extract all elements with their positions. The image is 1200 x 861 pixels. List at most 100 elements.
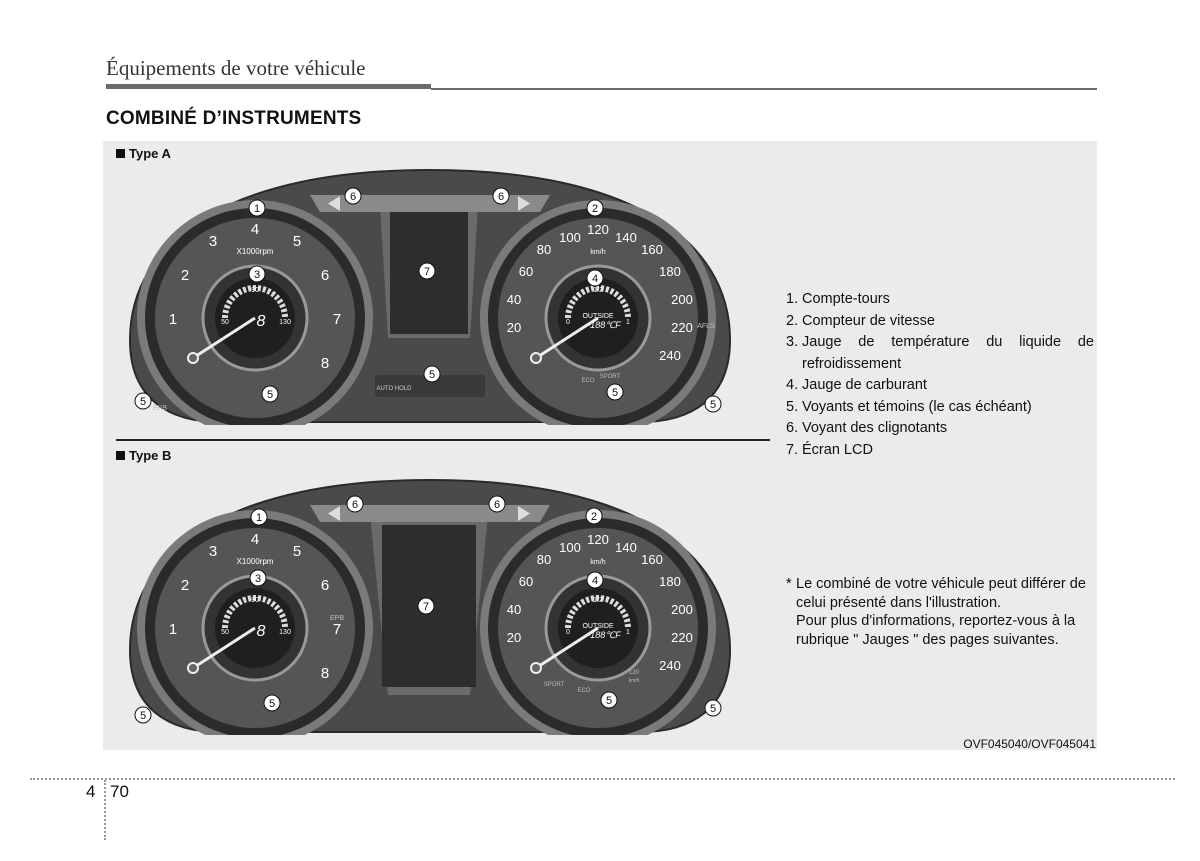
callout-3: 3 — [249, 569, 267, 587]
outside-temp: -188℃F — [587, 320, 621, 330]
callout-6-left: 6 — [344, 187, 362, 205]
epb-label: EPB — [153, 405, 167, 412]
speed-120: 120 — [587, 222, 609, 237]
svg-text:6: 6 — [498, 191, 504, 203]
temp-scale-mid: 90 — [251, 597, 259, 604]
speed-20: 20 — [507, 630, 521, 645]
sport-label: SPORT — [544, 682, 565, 688]
left-arrow-icon — [328, 506, 340, 521]
speed-80: 80 — [537, 242, 551, 257]
left-arrow-icon — [328, 196, 340, 211]
gear-display: 8 — [257, 623, 266, 640]
fuel-full: 1 — [626, 629, 630, 636]
svg-text:1: 1 — [256, 512, 262, 524]
tach-number-2: 2 — [181, 267, 189, 284]
center-lcd — [370, 515, 488, 695]
callout-7: 7 — [418, 262, 436, 280]
speed-120: 120 — [587, 532, 609, 547]
speed-100: 100 — [559, 540, 581, 555]
fuel-half: 1/2 — [593, 287, 603, 294]
svg-text:5: 5 — [710, 703, 716, 715]
temp-scale-high: 130 — [279, 319, 291, 326]
footer-rule — [30, 778, 1175, 780]
svg-text:5: 5 — [269, 698, 275, 710]
tach-number-7: 7 — [333, 621, 341, 638]
callout-5-right: 5 — [704, 699, 722, 717]
speed-220: 220 — [671, 630, 693, 645]
callout-3: 3 — [248, 265, 266, 283]
speed-40: 40 — [507, 292, 521, 307]
speed-240: 240 — [659, 658, 681, 673]
speed-200: 200 — [671, 602, 693, 617]
tach-number-2: 2 — [181, 577, 189, 594]
right-arrow-icon — [518, 506, 530, 521]
speed-unit: km/h — [590, 249, 605, 256]
speed-140: 140 — [615, 230, 637, 245]
speed-40: 40 — [507, 602, 521, 617]
callout-4: 4 — [586, 571, 604, 589]
type-b-label: Type B — [116, 448, 171, 463]
callout-5-tach: 5 — [261, 385, 279, 403]
type-divider — [116, 439, 770, 441]
callout-4: 4 — [586, 269, 604, 287]
tach-number-7: 7 — [333, 311, 341, 328]
speed-140: 140 — [615, 540, 637, 555]
legend-item: 2.Compteur de vitesse — [786, 312, 935, 329]
legend-item: 1.Compte-tours — [786, 291, 890, 307]
auto-hold-label: AUTO HOLD — [377, 386, 413, 392]
svg-text:5: 5 — [606, 695, 612, 707]
callout-5-left: 5 — [134, 706, 152, 724]
svg-text:4: 4 — [592, 273, 598, 285]
svg-text:5: 5 — [612, 387, 618, 399]
callout-7: 7 — [417, 597, 435, 615]
tach-number-1: 1 — [169, 621, 177, 638]
legend-item: 4.Jauge de carburant — [786, 377, 927, 393]
speed-180: 180 — [659, 574, 681, 589]
gear-display: 8 — [257, 313, 266, 330]
turn-signal-bar — [310, 505, 550, 522]
callout-6-left: 6 — [346, 495, 364, 513]
section-title: COMBINÉ D’INSTRUMENTS — [106, 108, 362, 129]
speed-160: 160 — [641, 242, 663, 257]
eco-label: ECO — [577, 688, 590, 694]
speed-80: 80 — [537, 552, 551, 567]
legend-list: 1.Compte-tours 2.Compteur de vitesse 3.J… — [786, 289, 1094, 461]
callout-6-right: 6 — [492, 187, 510, 205]
fuel-full: 1 — [626, 319, 630, 326]
speed-160: 160 — [641, 552, 663, 567]
tach-number-4: 4 — [251, 531, 259, 548]
speed-20: 20 — [507, 320, 521, 335]
speed-180: 180 — [659, 264, 681, 279]
svg-text:7: 7 — [423, 601, 429, 613]
callout-5-speed: 5 — [606, 383, 624, 401]
tach-unit: X1000rpm — [237, 247, 274, 256]
svg-text:5: 5 — [710, 399, 716, 411]
footer-separator — [104, 780, 106, 840]
header-rule-thin — [431, 88, 1097, 90]
svg-text:6: 6 — [494, 499, 500, 511]
tach-unit: X1000rpm — [237, 557, 274, 566]
speed-60: 60 — [519, 264, 533, 279]
svg-text:3: 3 — [254, 269, 260, 281]
speed-120-unit: km/h — [629, 678, 640, 684]
callout-5-tach: 5 — [263, 694, 281, 712]
afls-label: AFLS — [697, 323, 715, 330]
figure-code: OVF045040/OVF045041 — [963, 737, 1096, 751]
svg-text:3: 3 — [255, 573, 261, 585]
callout-1: 1 — [248, 199, 266, 217]
fuel-empty: 0 — [566, 629, 570, 636]
svg-text:6: 6 — [352, 499, 358, 511]
outside-label: OUTSIDE — [582, 623, 613, 630]
legend-item: 6.Voyant des clignotants — [786, 420, 948, 436]
svg-text:5: 5 — [140, 396, 146, 408]
epb-label: EPB — [330, 615, 344, 622]
temp-scale-high: 130 — [279, 629, 291, 636]
tach-number-6: 6 — [321, 267, 329, 284]
speed-60: 60 — [519, 574, 533, 589]
speed-200: 200 — [671, 292, 693, 307]
svg-text:2: 2 — [592, 203, 598, 215]
callout-5-center: 5 — [423, 365, 441, 383]
page-number: 70 — [110, 782, 129, 801]
callout-2: 2 — [585, 507, 603, 525]
speed-100: 100 — [559, 230, 581, 245]
